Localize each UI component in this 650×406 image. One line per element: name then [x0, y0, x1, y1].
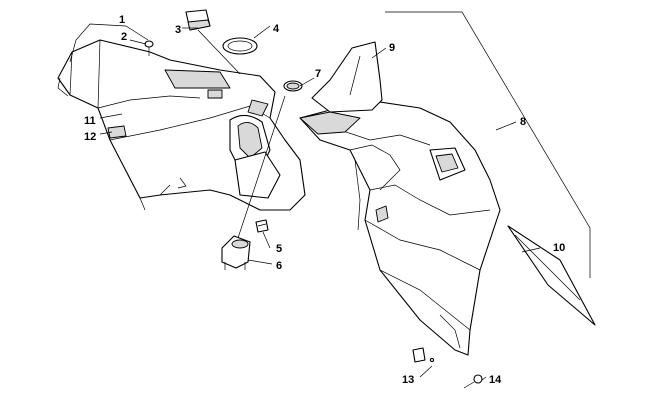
callout-8: 8 [520, 116, 526, 128]
callout-7: 7 [315, 68, 321, 80]
callout-3: 3 [175, 24, 181, 36]
callout-13: 13 [402, 374, 414, 386]
ring-part [222, 37, 258, 55]
panel-clip-part [412, 347, 435, 363]
clip-part [255, 219, 269, 233]
callout-10: 10 [553, 242, 565, 254]
left-console-panel [57, 39, 306, 211]
callout-14: 14 [489, 374, 502, 386]
switch-part [185, 9, 211, 31]
outlet-part [221, 235, 251, 270]
callout-6: 6 [276, 260, 282, 272]
lower-flap-part [507, 225, 596, 326]
callout-labels: 1 2 3 4 5 6 7 8 9 10 11 12 13 14 [84, 14, 565, 386]
callout-9: 9 [389, 42, 395, 54]
callout-5: 5 [276, 243, 282, 255]
leader-lines [69, 11, 591, 381]
callout-11: 11 [84, 115, 96, 127]
right-side-panel [299, 101, 501, 356]
callout-2: 2 [121, 31, 127, 43]
callout-12: 12 [84, 131, 96, 143]
grommet-part [283, 80, 303, 92]
callout-1: 1 [119, 14, 125, 26]
upper-wing-part [311, 41, 383, 113]
bolt-part [463, 374, 483, 389]
callout-4: 4 [273, 23, 280, 35]
